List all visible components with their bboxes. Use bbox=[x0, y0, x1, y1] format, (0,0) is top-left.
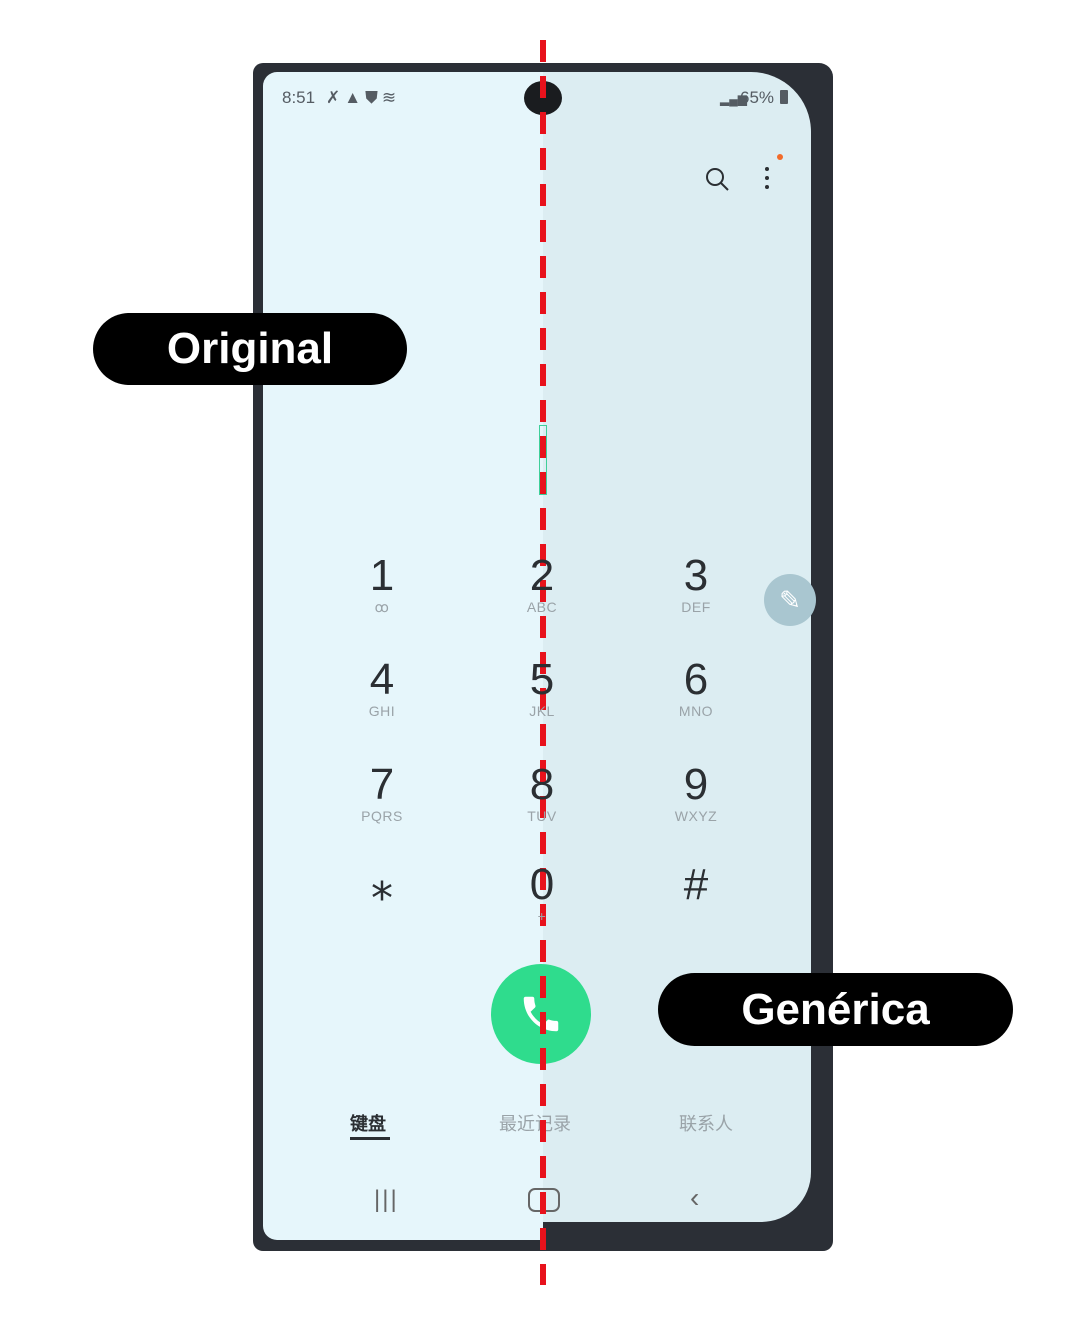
key-digit: ⁎ bbox=[371, 860, 393, 909]
key-digit: 9 bbox=[683, 760, 709, 809]
edit-pencil-button[interactable]: ✎ bbox=[764, 574, 816, 626]
key-letters: GHI bbox=[368, 703, 396, 719]
battery-icon bbox=[780, 90, 788, 104]
key-letters: MNO bbox=[678, 703, 714, 719]
status-battery: 65% bbox=[740, 88, 775, 107]
label-generic: Genérica bbox=[658, 973, 1013, 1046]
status-icons-left: ✗▲⛊≋ bbox=[326, 88, 401, 107]
key-letters: PQRS bbox=[361, 808, 403, 824]
key-digit: 0 bbox=[529, 860, 555, 909]
key-digit: 1 bbox=[369, 551, 395, 600]
tab-contacts[interactable]: 联系人 bbox=[679, 1114, 733, 1134]
key-letters: TUV bbox=[527, 808, 557, 824]
key-digit: 8 bbox=[529, 760, 555, 809]
status-time: 8:51 bbox=[282, 88, 316, 107]
key-letters: WXYZ bbox=[674, 808, 718, 824]
key-digit: 7 bbox=[369, 760, 395, 809]
key-11[interactable]: # bbox=[636, 862, 756, 908]
screen-original-half bbox=[263, 72, 543, 1240]
tab-recents[interactable]: 最近记录 bbox=[499, 1114, 571, 1134]
screen-generic-half bbox=[543, 72, 811, 1222]
key-letters: ꝏ bbox=[374, 599, 390, 615]
tab-keypad[interactable]: 键盘 bbox=[350, 1114, 386, 1134]
key-letters: DEF bbox=[681, 599, 711, 615]
key-digit: 3 bbox=[683, 551, 709, 600]
key-letters: ABC bbox=[526, 599, 558, 615]
key-letters: + bbox=[537, 908, 547, 924]
key-digit: 4 bbox=[369, 655, 395, 704]
back-button[interactable]: ‹ bbox=[690, 1182, 700, 1213]
recent-apps-button[interactable]: ||| bbox=[374, 1186, 399, 1213]
key-digit: 5 bbox=[529, 655, 555, 704]
active-tab-indicator bbox=[350, 1137, 390, 1140]
key-9[interactable]: ⁎ bbox=[322, 862, 442, 908]
search-icon[interactable] bbox=[703, 165, 731, 193]
key-digit: # bbox=[683, 860, 709, 909]
comparison-divider bbox=[540, 40, 546, 1285]
signal-icon: ▂▄▆ bbox=[720, 92, 747, 106]
phone-icon bbox=[523, 996, 559, 1032]
key-digit: 2 bbox=[529, 551, 555, 600]
key-digit: 6 bbox=[683, 655, 709, 704]
label-original: Original bbox=[93, 313, 407, 385]
key-letters: JKL bbox=[529, 703, 555, 719]
key-10[interactable]: 0+ bbox=[482, 860, 602, 925]
more-vert-icon[interactable] bbox=[760, 152, 788, 192]
